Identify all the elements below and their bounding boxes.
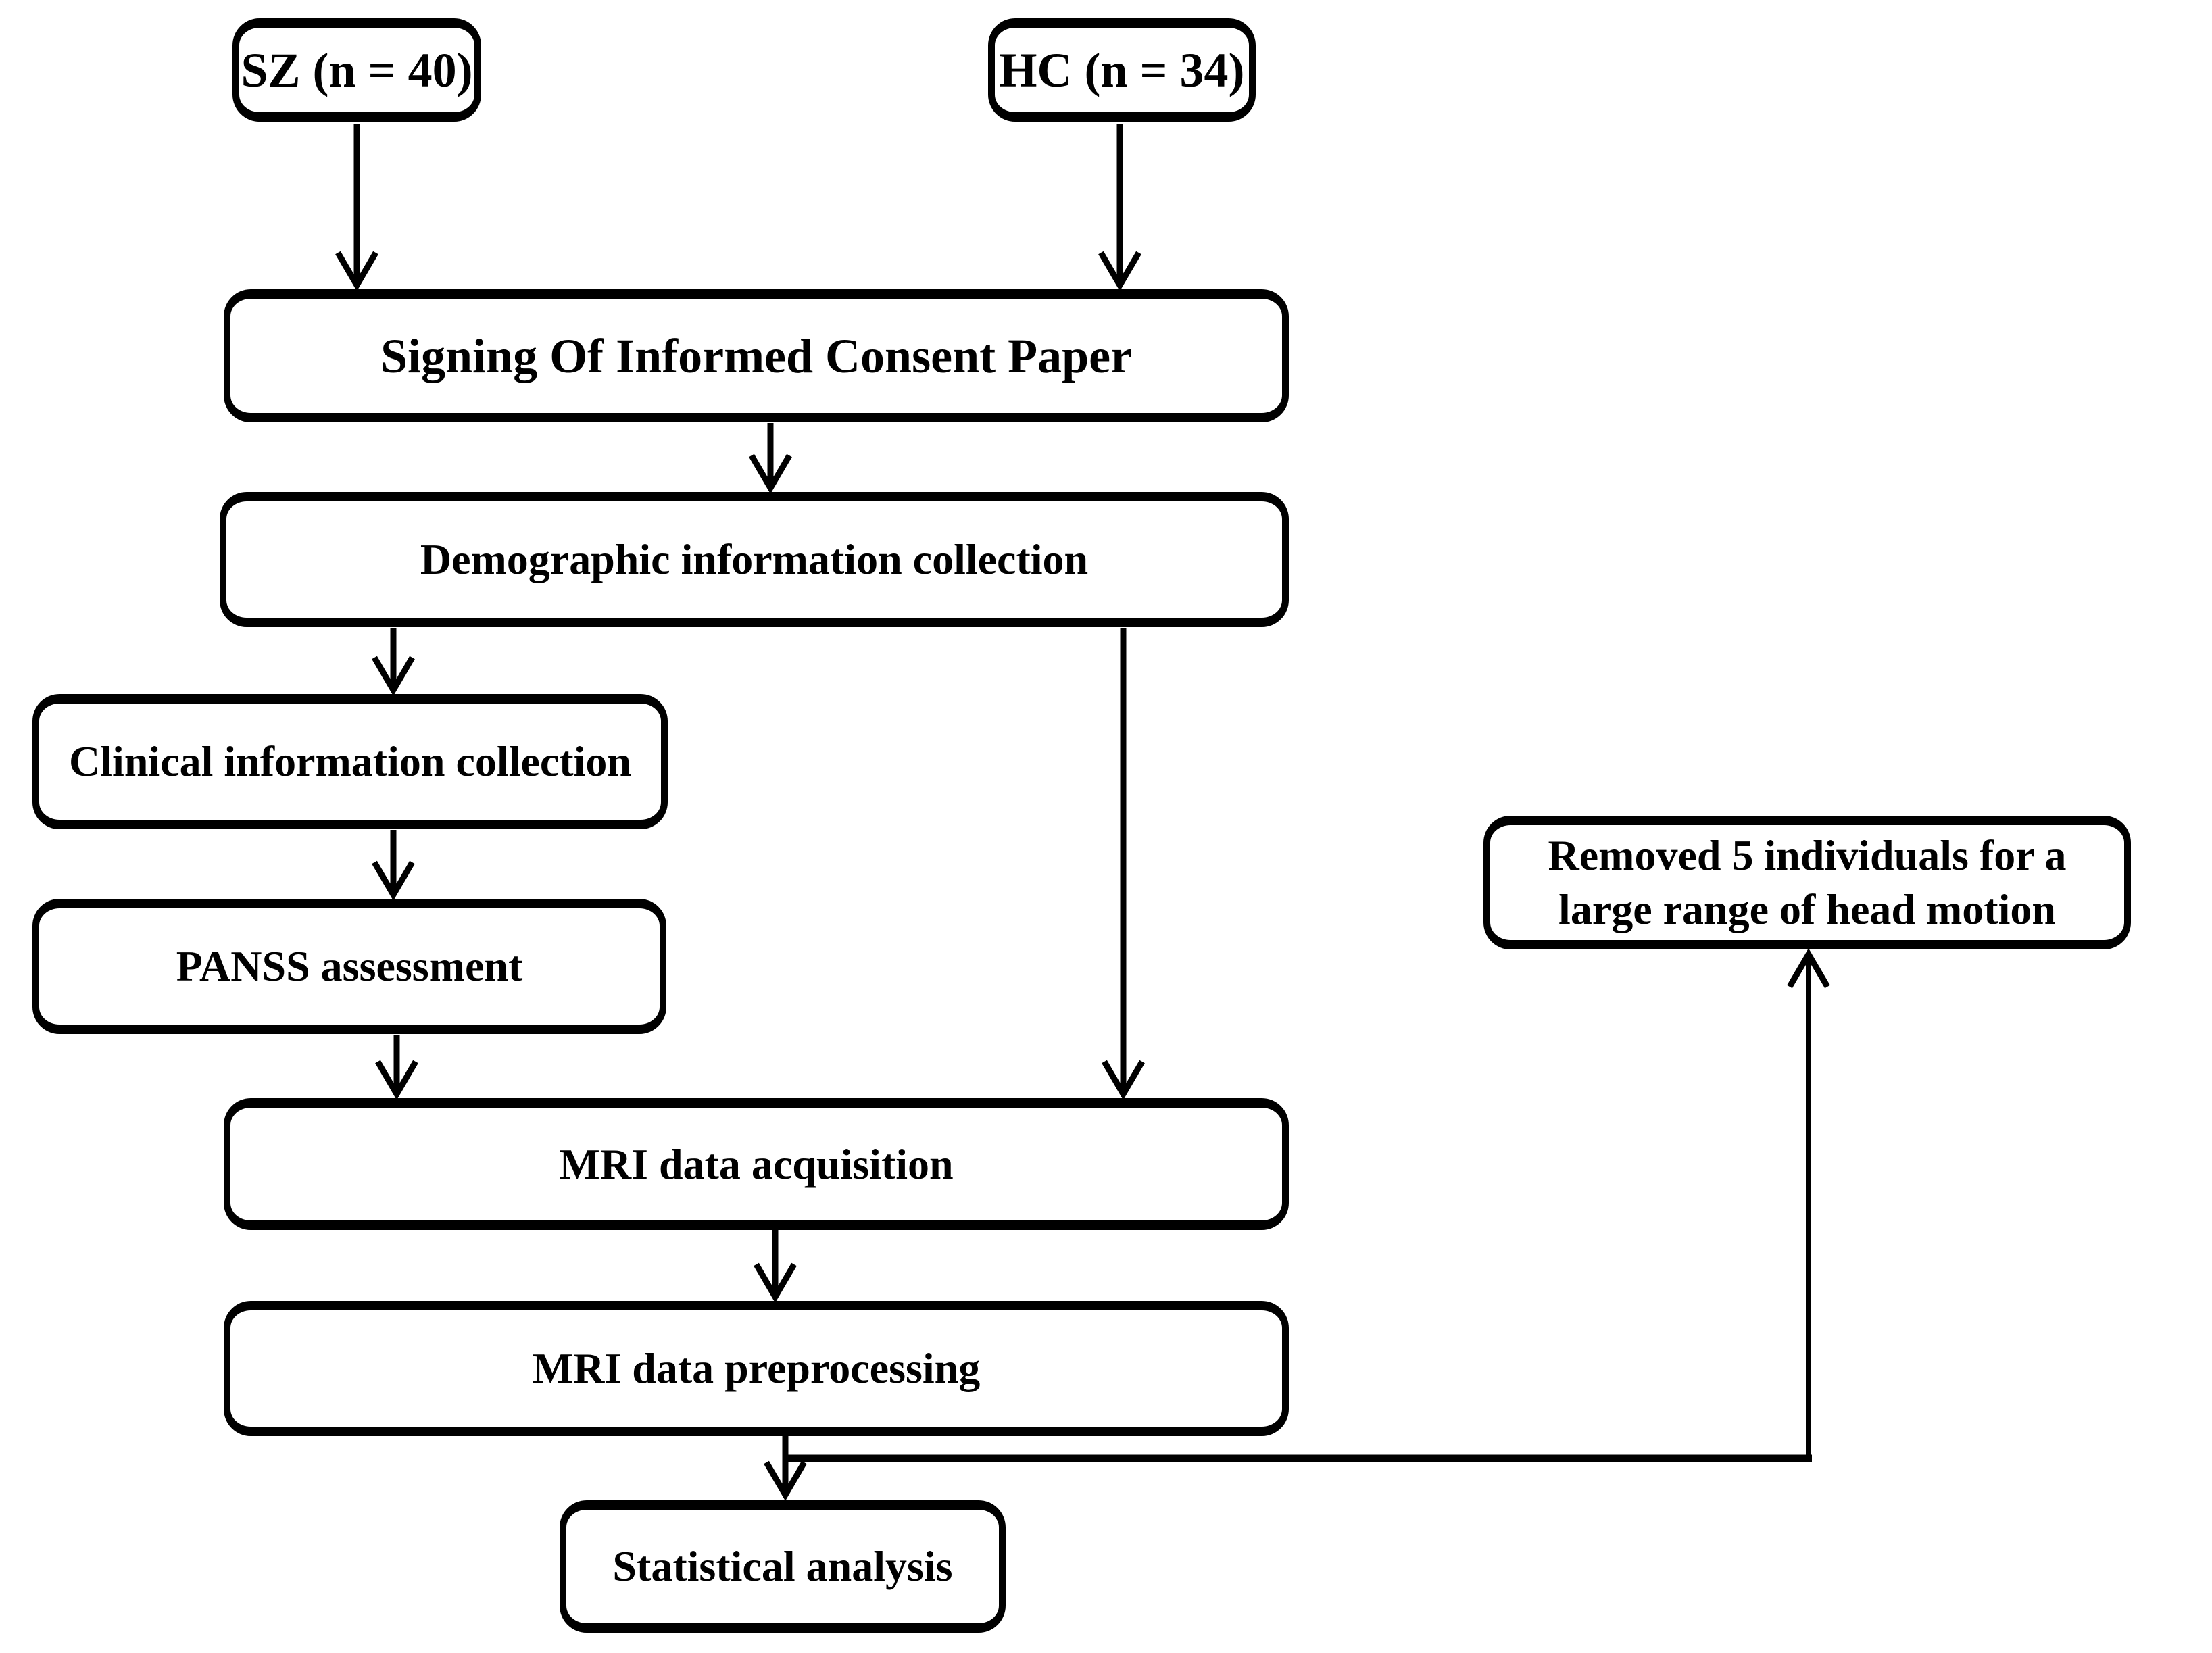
node-consent: Signing Of Informed Consent Paper xyxy=(224,289,1289,422)
node-panss-label: PANSS assessment xyxy=(176,942,523,990)
node-demographic: Demographic information collection xyxy=(220,492,1289,627)
node-statistical: Statistical analysis xyxy=(560,1500,1006,1633)
node-clinical: Clinical information collection xyxy=(32,694,668,829)
node-clinical-label: Clinical information collection xyxy=(69,737,631,785)
node-panss: PANSS assessment xyxy=(32,899,666,1034)
node-hc-label: HC (n = 34) xyxy=(999,43,1245,97)
node-sz-label: SZ (n = 40) xyxy=(241,43,473,97)
node-removed: Removed 5 individuals for a large range … xyxy=(1483,816,2131,949)
node-mri-acquisition: MRI data acquisition xyxy=(224,1098,1289,1230)
node-statistical-label: Statistical analysis xyxy=(612,1542,953,1590)
node-demographic-label: Demographic information collection xyxy=(420,535,1089,583)
node-removed-label-line2: large range of head motion xyxy=(1558,885,2056,933)
node-removed-label-line1: Removed 5 individuals for a xyxy=(1548,831,2067,879)
node-mri-preprocessing: MRI data preprocessing xyxy=(224,1301,1289,1436)
node-hc: HC (n = 34) xyxy=(988,18,1256,122)
node-mri-acquisition-label: MRI data acquisition xyxy=(559,1139,954,1188)
node-sz: SZ (n = 40) xyxy=(232,18,481,122)
node-mri-preprocessing-label: MRI data preprocessing xyxy=(532,1344,981,1392)
node-consent-label: Signing Of Informed Consent Paper xyxy=(380,328,1133,383)
